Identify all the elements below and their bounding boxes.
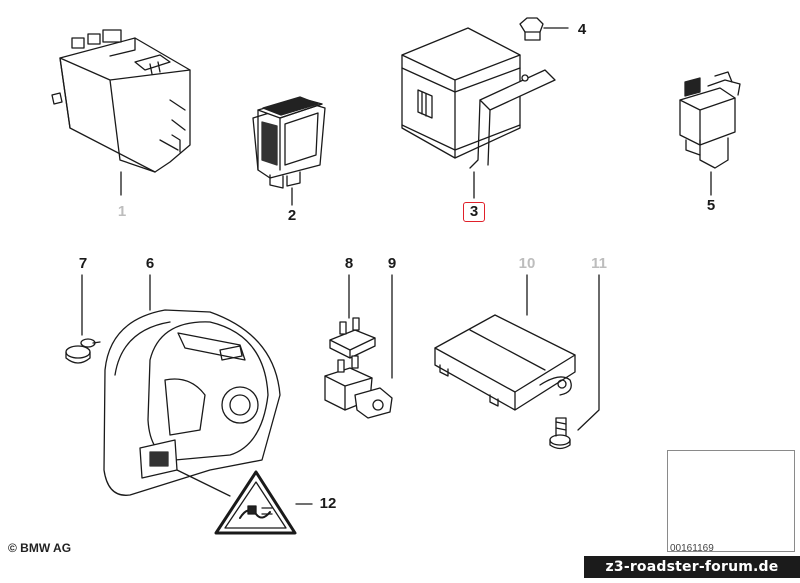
part-label-6[interactable]: 6 (145, 255, 155, 272)
part-label-7[interactable]: 7 (78, 255, 88, 272)
part-8-terminal[interactable] (329, 274, 376, 359)
part-label-11[interactable]: 11 (591, 255, 607, 272)
watermark-banner: z3-roadster-forum.de (584, 556, 800, 578)
part-label-8[interactable]: 8 (344, 255, 354, 272)
part-label-4[interactable]: 4 (577, 21, 587, 38)
copyright-text: © BMW AG (8, 541, 72, 555)
part-label-10[interactable]: 10 (518, 255, 536, 272)
part-4-nut[interactable] (519, 17, 569, 41)
part-11-screw[interactable] (549, 274, 600, 450)
part-12-warning-label[interactable] (214, 470, 313, 535)
part-1-control-module[interactable] (51, 29, 191, 196)
part-10-airbag-module[interactable] (434, 274, 576, 411)
part-label-1[interactable]: 1 (117, 203, 127, 220)
part-7-grommet[interactable] (65, 274, 101, 364)
part-label-3-selected[interactable]: 3 (463, 202, 485, 222)
part-9-sensor[interactable] (324, 274, 393, 419)
part-label-5[interactable]: 5 (706, 197, 716, 214)
part-6-horn-unit[interactable] (103, 274, 281, 496)
vehicle-inset (667, 450, 795, 552)
part-5-relay[interactable] (679, 71, 741, 196)
part-label-9[interactable]: 9 (387, 255, 397, 272)
part-label-12[interactable]: 12 (319, 495, 337, 512)
part-3-relay-bracket[interactable] (401, 27, 556, 199)
diagram-code: 00161169 (670, 543, 714, 554)
part-label-2[interactable]: 2 (287, 207, 297, 224)
part-2-switch[interactable] (252, 96, 326, 206)
